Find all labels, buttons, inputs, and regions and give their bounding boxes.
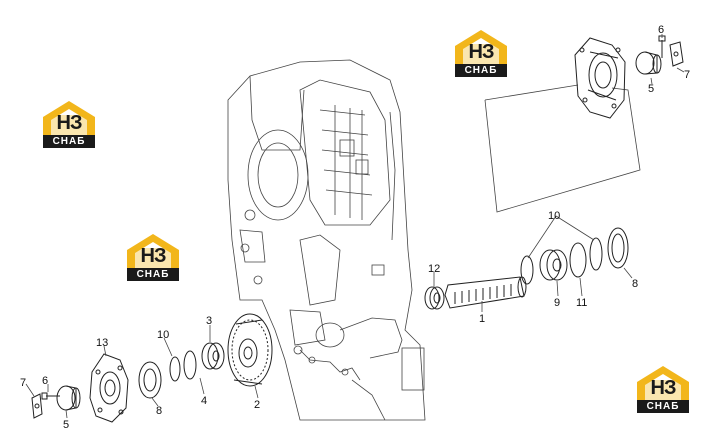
watermark-logo-left: НЗ СНАБ <box>43 101 95 149</box>
part-4-ring-left <box>183 350 197 380</box>
logo-text: СНАБ <box>127 268 179 281</box>
logo-mark: НЗ <box>650 377 677 399</box>
label-8-left: 8 <box>156 405 162 417</box>
part-2-gear <box>227 313 273 387</box>
transmission-housing <box>227 59 426 421</box>
part-10-ring-left <box>169 356 181 382</box>
logo-text: СНАБ <box>455 64 507 77</box>
watermark-logo-top: НЗ СНАБ <box>455 30 507 78</box>
label-10-left: 10 <box>157 329 169 341</box>
part-10-ring-right-b <box>589 237 603 271</box>
label-6-top: 6 <box>658 24 664 36</box>
part-6-bolt-top <box>658 35 666 58</box>
part-3-bearing-left <box>201 342 225 370</box>
part-7-washer-top <box>669 41 684 67</box>
label-10-right: 10 <box>548 210 560 222</box>
part-9-bearing-right <box>539 249 568 281</box>
label-5-top: 5 <box>648 83 654 95</box>
label-12: 12 <box>428 263 440 275</box>
label-6-left: 6 <box>42 375 48 387</box>
explode-guide-top <box>484 84 641 213</box>
house-roof-icon <box>127 234 179 268</box>
label-2: 2 <box>254 399 260 411</box>
logo-mark: НЗ <box>468 41 495 63</box>
part-12-bearing <box>424 286 445 310</box>
part-13-flange-left <box>89 353 129 423</box>
label-5-left: 5 <box>63 419 69 431</box>
label-13: 13 <box>96 337 108 349</box>
logo-mark: НЗ <box>56 112 83 134</box>
part-6-bolt-left <box>41 392 60 400</box>
logo-text: СНАБ <box>43 135 95 148</box>
logo-text: СНАБ <box>637 400 689 413</box>
label-11: 11 <box>576 297 587 309</box>
house-roof-icon <box>637 366 689 400</box>
part-number-labels: 6 7 5 10 12 8 9 11 1 3 10 13 7 6 4 2 8 5 <box>20 24 690 431</box>
watermark-logo-middle: НЗ СНАБ <box>127 234 179 282</box>
part-8-seal-right <box>607 227 629 269</box>
part-1-shaft <box>444 276 527 309</box>
label-7-left: 7 <box>20 377 26 389</box>
label-1: 1 <box>479 313 485 325</box>
house-roof-icon <box>43 101 95 135</box>
part-5-cap-left <box>56 385 81 411</box>
part-11-ring-right <box>569 242 587 278</box>
part-5-cap-top <box>635 51 662 75</box>
part-7-washer-left <box>31 393 43 419</box>
label-3: 3 <box>206 315 212 327</box>
house-roof-icon <box>455 30 507 64</box>
label-9: 9 <box>554 297 560 309</box>
watermark-logo-bottom: НЗ СНАБ <box>637 366 689 414</box>
part-cover-flange-top <box>574 37 626 119</box>
part-10-ring-right-a <box>520 255 534 285</box>
part-8-seal-left <box>138 361 162 399</box>
label-8-right: 8 <box>632 278 638 290</box>
logo-mark: НЗ <box>140 245 167 267</box>
leader-lines <box>25 34 685 419</box>
label-7-top: 7 <box>684 69 690 81</box>
label-4: 4 <box>201 395 207 407</box>
